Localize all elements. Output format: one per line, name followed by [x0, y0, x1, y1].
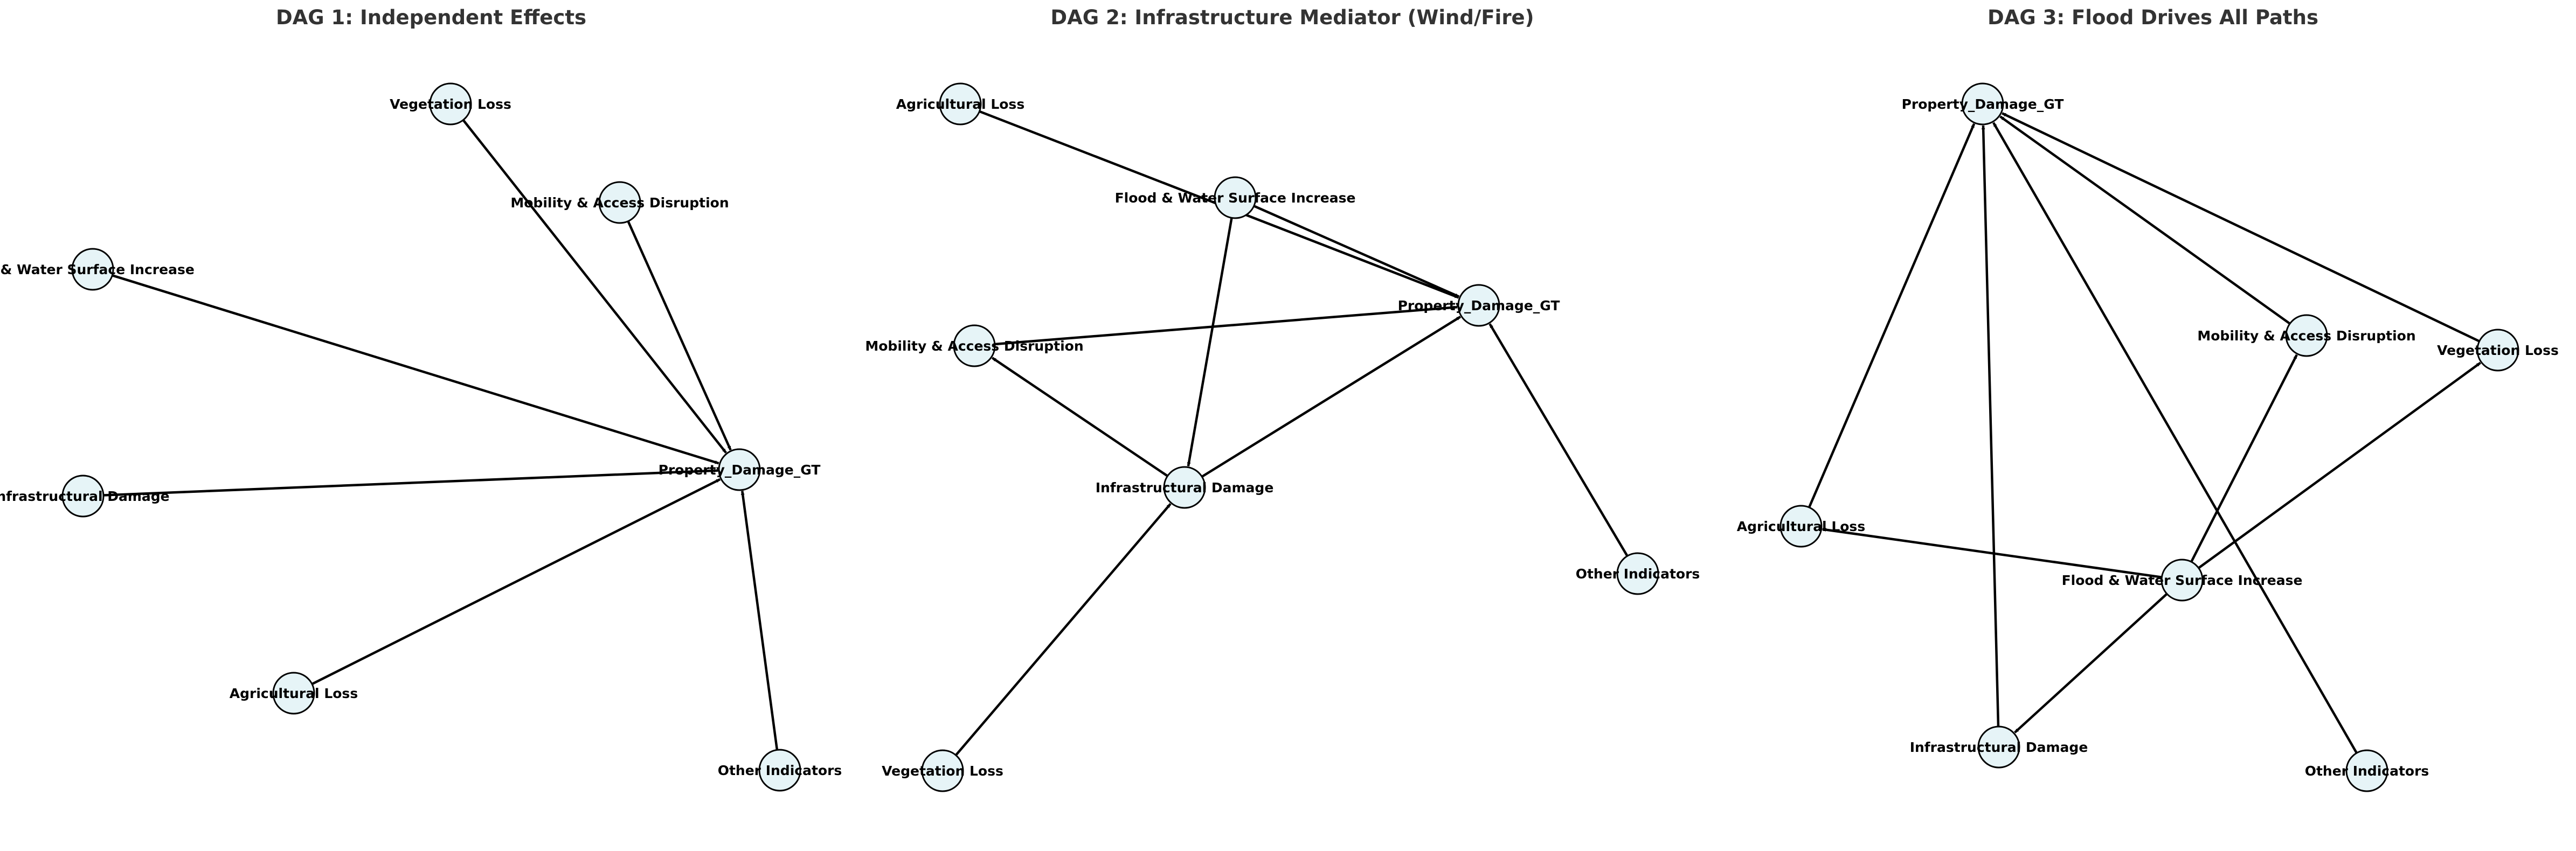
edge-3-other-to-pd	[1992, 122, 2358, 754]
node-2-infra: Infrastructural Damage	[1096, 466, 1274, 509]
panel-3-title: DAG 3: Flood Drives All Paths	[1988, 6, 2318, 29]
node-label: Vegetation Loss	[882, 763, 1003, 779]
node-label: Flood & Water Surface Increase	[1115, 190, 1356, 206]
node-circle	[61, 475, 105, 518]
node-3-pd: Property_Damage_GT	[1902, 82, 2064, 125]
node-2-flood: Flood & Water Surface Increase	[1115, 176, 1356, 219]
node-label: Infrastructural Damage	[1096, 480, 1274, 496]
edges-layer	[103, 110, 2482, 756]
node-label: l & Water Surface Increase	[0, 262, 195, 277]
node-circle	[2345, 749, 2388, 792]
edge-1-agri-to-pd	[311, 478, 721, 686]
edge-2-infra-to-mob	[991, 357, 1168, 477]
node-label: Property_Damage_GT	[659, 462, 821, 478]
node-circle	[429, 82, 472, 125]
edge-3-flood-to-agri	[1822, 528, 2162, 578]
node-circle	[71, 248, 114, 291]
node-circle	[1779, 505, 1823, 548]
edge-3-veg-to-pd	[2002, 112, 2480, 343]
node-circle	[758, 749, 801, 792]
node-label: Other Indicators	[2305, 763, 2429, 779]
edge-1-infra-to-pd	[103, 469, 718, 497]
node-2-mob: Mobility & Access Disruption	[865, 324, 1084, 367]
edge-3-mob-to-pd	[1999, 115, 2291, 325]
edge-2-other-to-pd	[1488, 323, 1629, 557]
node-3-mob: Mobility & Access Disruption	[2197, 314, 2416, 357]
edge-2-mob-to-pd	[994, 305, 1458, 346]
node-label: Other Indicators	[1576, 566, 1700, 582]
node-circle	[1457, 284, 1500, 327]
node-1-mob: Mobility & Access Disruption	[510, 181, 729, 224]
edge-2-infra-to-pd	[1201, 316, 1462, 478]
edge-3-flood-to-veg	[2198, 361, 2482, 569]
node-label: Other Indicators	[718, 763, 842, 778]
node-1-other: Other Indicators	[718, 749, 842, 792]
node-circle	[1977, 726, 2020, 769]
node-circle	[718, 448, 761, 491]
node-circle	[1163, 466, 1206, 509]
node-label: Agricultural Loss	[230, 686, 358, 701]
node-label: Infrastructural Damage	[1910, 740, 2088, 755]
node-3-infra: Infrastructural Damage	[1910, 726, 2088, 769]
node-label: Agricultural Loss	[1737, 519, 1865, 534]
edge-3-agri-to-pd	[1808, 123, 1976, 508]
node-1-flood: l & Water Surface Increase	[0, 248, 195, 291]
node-1-infra: nfrastructural Damage	[0, 475, 170, 518]
panel-1-title: DAG 1: Independent Effects	[276, 6, 586, 29]
node-label: Vegetation Loss	[390, 96, 511, 112]
node-label: Mobility & Access Disruption	[2197, 328, 2415, 344]
node-label: nfrastructural Damage	[0, 489, 170, 504]
node-2-veg: Vegetation Loss	[882, 749, 1003, 792]
node-circle	[2476, 329, 2519, 372]
node-circle	[272, 672, 315, 715]
node-circle	[1616, 552, 1659, 595]
node-circle	[598, 181, 641, 224]
panel-2-title: DAG 2: Infrastructure Mediator (Wind/Fir…	[1050, 6, 1534, 29]
node-label: Flood & Water Surface Increase	[2062, 573, 2303, 588]
node-1-agri: Agricultural Loss	[230, 672, 358, 715]
edge-3-flood-to-mob	[2190, 354, 2298, 563]
node-label: Agricultural Loss	[896, 96, 1024, 112]
node-2-pd: Property_Damage_GT	[1398, 284, 1560, 327]
node-2-agri: Agricultural Loss	[896, 82, 1024, 125]
node-label: Mobility & Access Disruption	[510, 195, 729, 211]
edge-2-flood-to-pd	[1253, 205, 1460, 298]
edge-3-flood-to-infra	[2014, 592, 2168, 734]
edge-1-veg-to-pd	[462, 119, 727, 454]
node-3-other: Other Indicators	[2305, 749, 2429, 792]
node-2-other: Other Indicators	[1576, 552, 1700, 595]
edge-2-flood-to-infra	[1187, 218, 1233, 466]
node-circle	[953, 324, 996, 367]
node-1-veg: Vegetation Loss	[390, 82, 511, 125]
node-3-agri: Agricultural Loss	[1737, 505, 1865, 548]
node-circle	[2285, 314, 2328, 357]
node-circle	[1961, 82, 2004, 125]
node-label: Property_Damage_GT	[1398, 298, 1560, 313]
node-circle	[1214, 176, 1257, 219]
node-label: Vegetation Loss	[2437, 343, 2559, 358]
edge-1-flood-to-pd	[112, 274, 719, 465]
node-circle	[921, 749, 964, 792]
node-circle	[939, 82, 982, 125]
node-3-flood: Flood & Water Surface Increase	[2062, 559, 2303, 602]
edge-1-mob-to-pd	[627, 220, 732, 451]
node-1-pd: Property_Damage_GT	[659, 448, 821, 491]
node-label: Property_Damage_GT	[1902, 96, 2064, 112]
node-label: Mobility & Access Disruption	[865, 338, 1083, 354]
node-circle	[2160, 559, 2204, 602]
edge-3-infra-to-pd	[1981, 125, 2000, 727]
edge-1-other-to-pd	[740, 491, 779, 750]
edge-2-veg-to-infra	[954, 503, 1172, 756]
node-3-veg: Vegetation Loss	[2437, 329, 2559, 372]
